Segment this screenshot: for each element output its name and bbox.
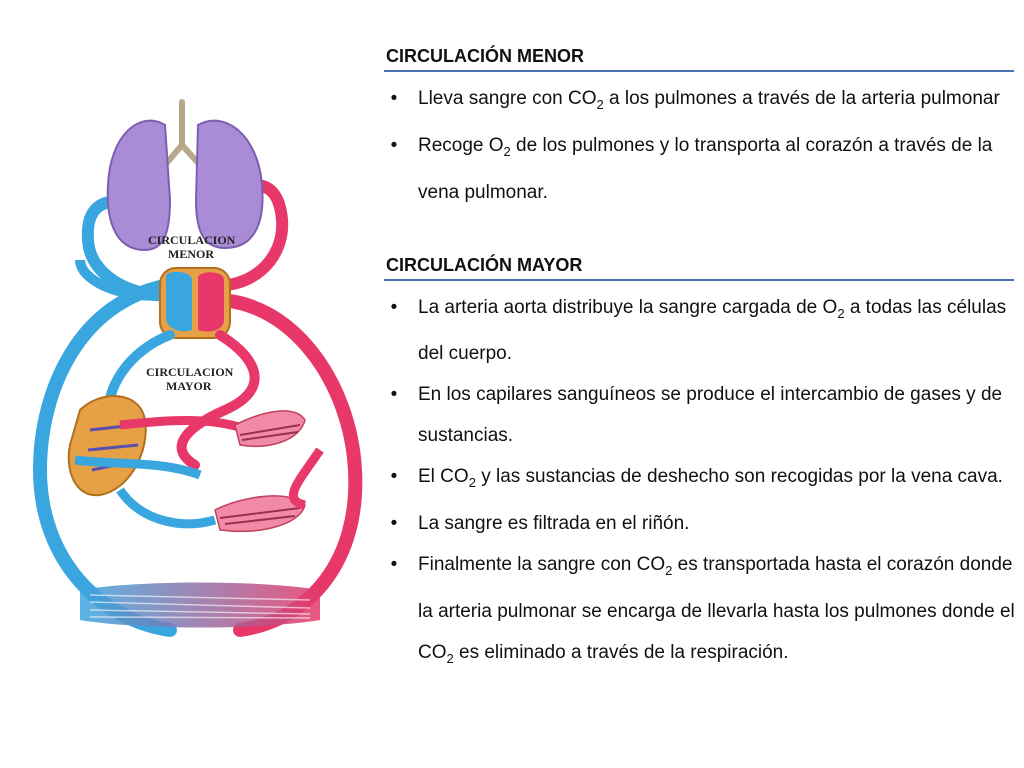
bullet-item: • La sangre es filtrada en el riñón. [384,503,1018,544]
bullet-item: • El CO2 y las sustancias de deshecho son… [384,456,1018,503]
label-mayor-line1: CIRCULACION [146,365,234,379]
lung-right-icon [194,119,264,250]
bullet-text: Recoge O [418,134,504,156]
bullet-dot-icon: • [390,554,398,576]
circulation-diagram: CIRCULACION MENOR CIRCULACION MAYOR [20,90,380,660]
bullet-item: • Finalmente la sangre con CO2 es transp… [384,544,1018,679]
bullet-dot-icon: • [390,296,398,318]
bullet-text: La sangre es filtrada en el riñón. [418,513,690,535]
bullet-item: • En los capilares sanguíneos se produce … [384,374,1018,456]
organ-icon [67,395,147,497]
bullet-dot-icon: • [390,466,398,488]
pulmonary-connector-blue [75,259,171,301]
label-menor-line1: CIRCULACION [148,233,236,247]
capillary-organ-lower-icon [214,495,306,533]
bullet-item: • Recoge O2 de los pulmones y lo transpor… [384,125,1018,213]
circulation-diagram-svg: CIRCULACION MENOR CIRCULACION MAYOR [32,99,363,637]
subscript: 2 [665,562,673,578]
descending-aorta [176,330,260,470]
bullet-text: La arteria aorta distribuye la sangre ca… [418,296,838,318]
bullet-item: • La arteria aorta distribuye la sangre c… [384,287,1018,375]
bullet-text: En los capilares sanguíneos se produce e… [418,384,1003,447]
bullet-dot-icon: • [390,513,398,535]
text-panel: CIRCULACIÓN MENOR • Lleva sangre con CO2 … [384,40,1015,679]
subscript: 2 [468,475,476,491]
subscript: 2 [596,96,604,112]
subscript: 2 [446,650,454,666]
bullet-text: es eliminado a través de la respiración. [453,641,789,663]
heart-icon [159,267,231,339]
lower-red-vessel [288,447,324,510]
bullet-text: de los pulmones y lo transporta al coraz… [418,134,993,203]
section-title-menor: CIRCULACIÓN MENOR [384,40,1014,72]
bullet-dot-icon: • [390,384,398,406]
subscript: 2 [503,143,511,159]
mayor-bullet-list: • La arteria aorta distribuye la sangre c… [384,287,1015,679]
bullet-text: a los pulmones a través de la arteria pu… [603,88,1000,109]
bullet-item: • Lleva sangre con CO2 a los pulmones a t… [384,78,1018,125]
bullet-text: a todas las células del cuerpo. [418,296,1007,365]
trachea-icon [162,99,203,168]
bullet-text: es transportada hasta el corazón donde l… [418,554,1015,663]
bullet-text: y las sustancias de deshecho son recogid… [475,466,1003,488]
subscript: 2 [837,305,845,321]
organ-connector-blue [74,455,202,480]
capillary-bed-icon [80,582,320,628]
section-title-mayor: CIRCULACIÓN MAYOR [384,249,1014,281]
bullet-dot-icon: • [390,134,398,156]
label-menor-line2: MENOR [168,247,214,261]
lower-blue-vessel [116,487,217,529]
capillary-organ-upper-icon [234,410,306,447]
label-mayor-line2: MAYOR [166,379,212,393]
menor-bullet-list: •Lleva sangre con CO2 a los pulmones a t… [384,78,1014,213]
bullet-text: El CO [418,466,469,488]
bullet-dot-icon: • [390,88,398,109]
bullet-text: Finalmente la sangre con CO [418,554,666,576]
pulmonary-vein-vessel [204,179,289,292]
bullet-text: Lleva sangre con CO [418,88,597,109]
lung-left-icon [106,119,172,252]
